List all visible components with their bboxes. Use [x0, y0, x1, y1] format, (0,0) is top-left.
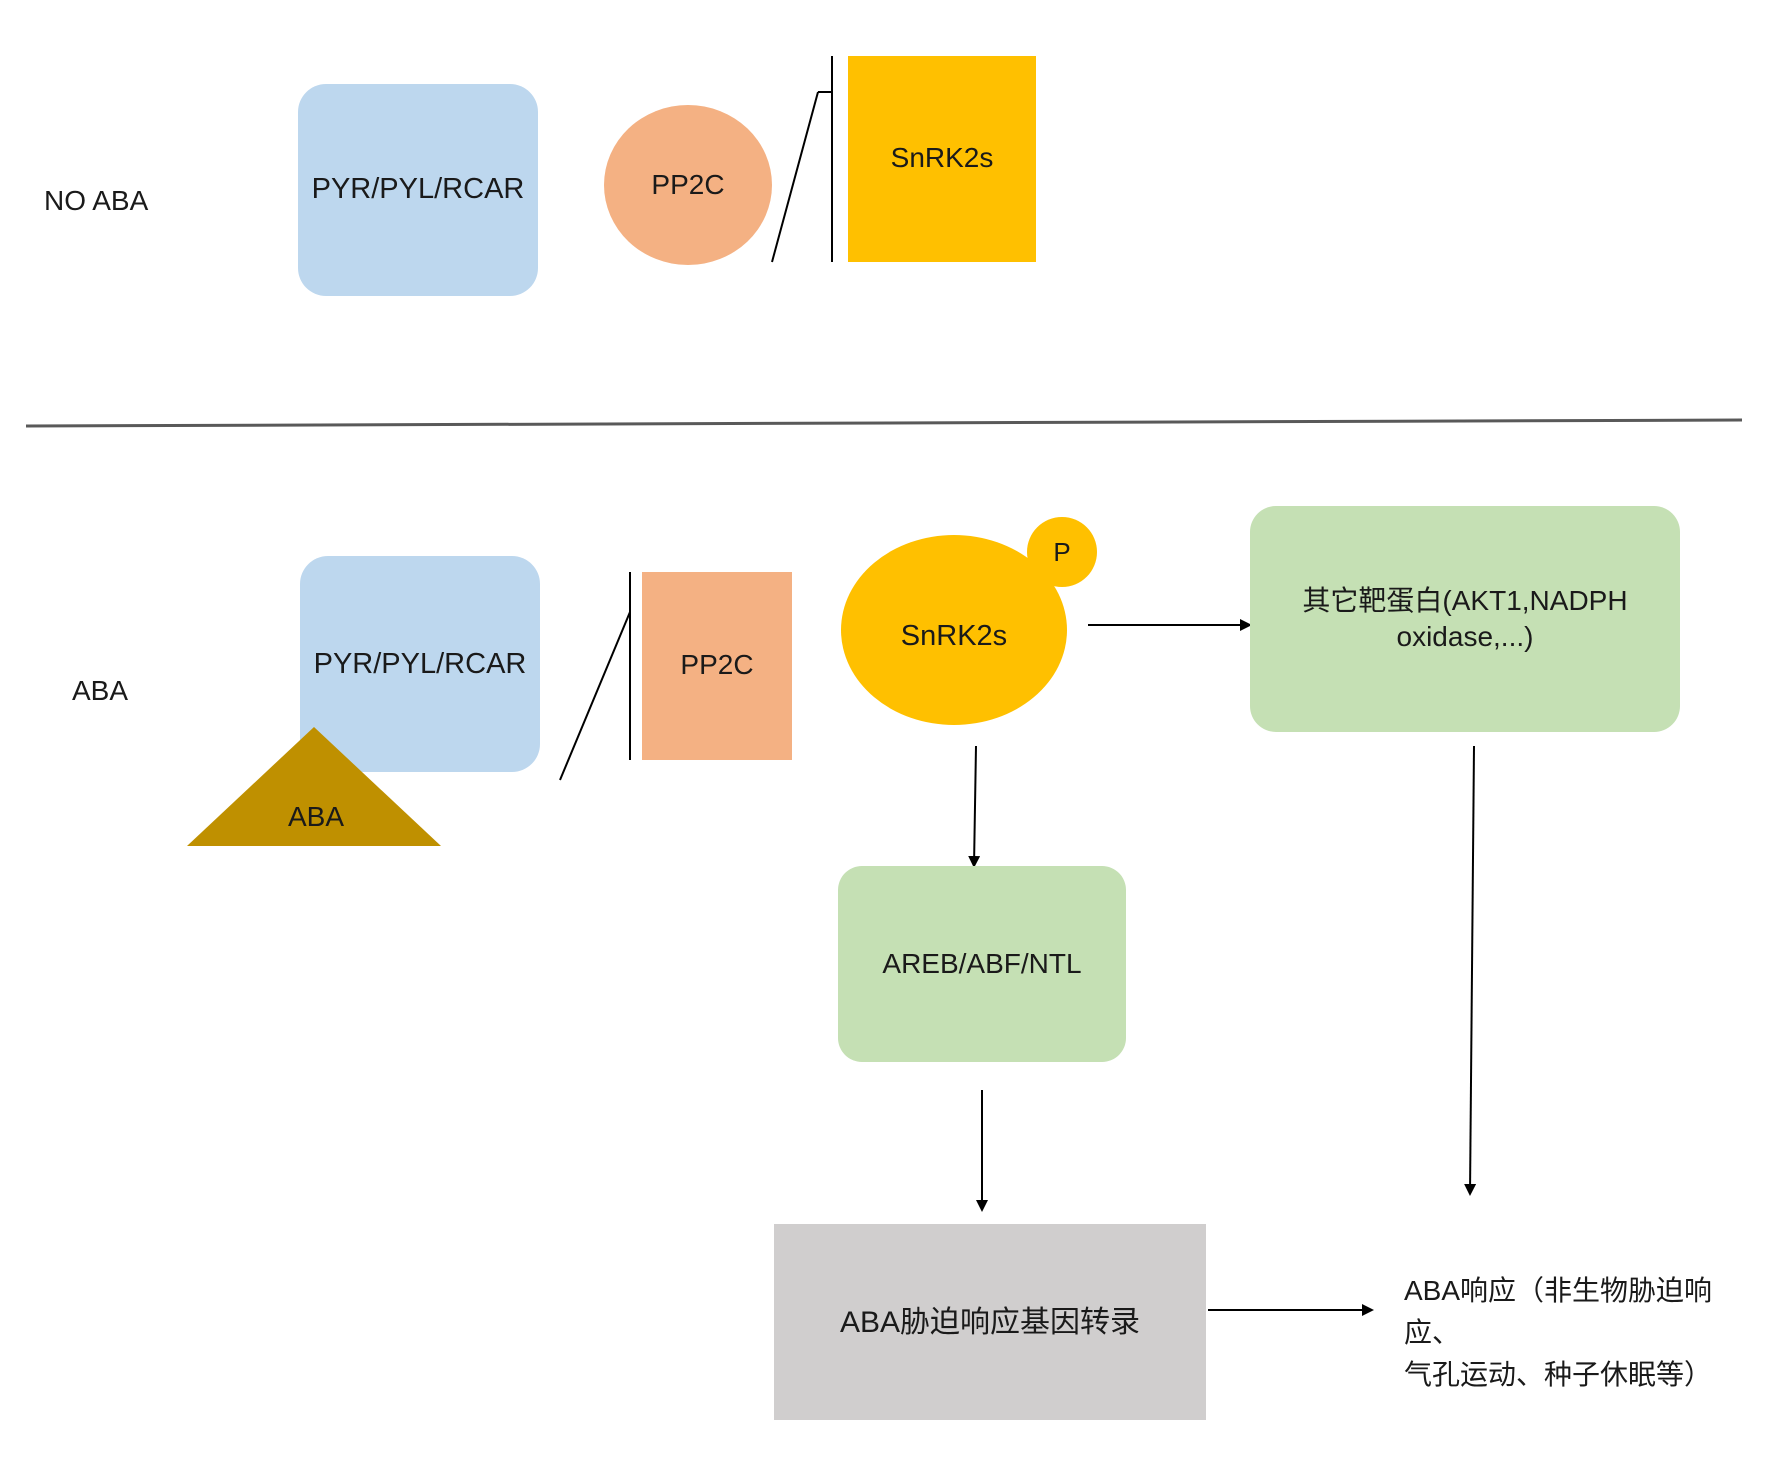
panel-divider [25, 418, 1743, 428]
response-label: ABA响应（非生物胁迫响应、 气孔运动、种子休眠等） [1404, 1270, 1744, 1390]
receptor-box-top [298, 84, 538, 296]
pp2c-ellipse-top [604, 105, 772, 265]
snrk2-label-bottom: SnRK2s [901, 620, 1007, 652]
transcription-label: ABA胁迫响应基因转录 [839, 1305, 1141, 1339]
snrk2-ellipse-bottom [841, 535, 1067, 725]
inhibition-line-bottom [559, 611, 631, 781]
row-label-no-aba: NO ABA [44, 185, 149, 216]
phospho-label: P [1053, 537, 1070, 567]
targets-label: 其它靶蛋白(AKT1,NADPH oxidase,...) [1252, 506, 1678, 732]
pp2c-box-bottom [642, 572, 792, 760]
response-label-line1: ABA响应（非生物胁迫响应、 [1404, 1275, 1713, 1348]
receptor-label-top: PYR/PYL/RCAR [312, 173, 525, 205]
response-label-line2: 气孔运动、种子休眠等） [1404, 1359, 1713, 1390]
tf-box [838, 866, 1126, 1062]
pp2c-label-top: PP2C [651, 169, 724, 200]
receptor-label-bottom: PYR/PYL/RCAR [314, 648, 527, 680]
arrow-snrk2-to-areb [968, 745, 981, 868]
targets-label-line1: 其它靶蛋白(AKT1,NADPH [1302, 584, 1628, 616]
tf-label: AREB/ABF/NTL [882, 948, 1081, 979]
snrk2-label-top: SnRK2s [891, 142, 994, 173]
aba-ligand-label: ABA [288, 801, 344, 832]
aba-ligand-triangle [187, 727, 441, 846]
arrow-targets-to-response [1464, 745, 1477, 1196]
snrk2-box-top [848, 56, 1036, 262]
inhibition-line-top [771, 91, 819, 263]
pp2c-label-bottom: PP2C [680, 649, 753, 680]
targets-box [1250, 506, 1680, 732]
receptor-box-bottom [300, 556, 540, 772]
row-label-aba: ABA [72, 675, 128, 706]
targets-label-line2: oxidase,...) [1396, 621, 1534, 652]
phospho-circle [1027, 517, 1097, 587]
transcription-box [774, 1224, 1206, 1420]
